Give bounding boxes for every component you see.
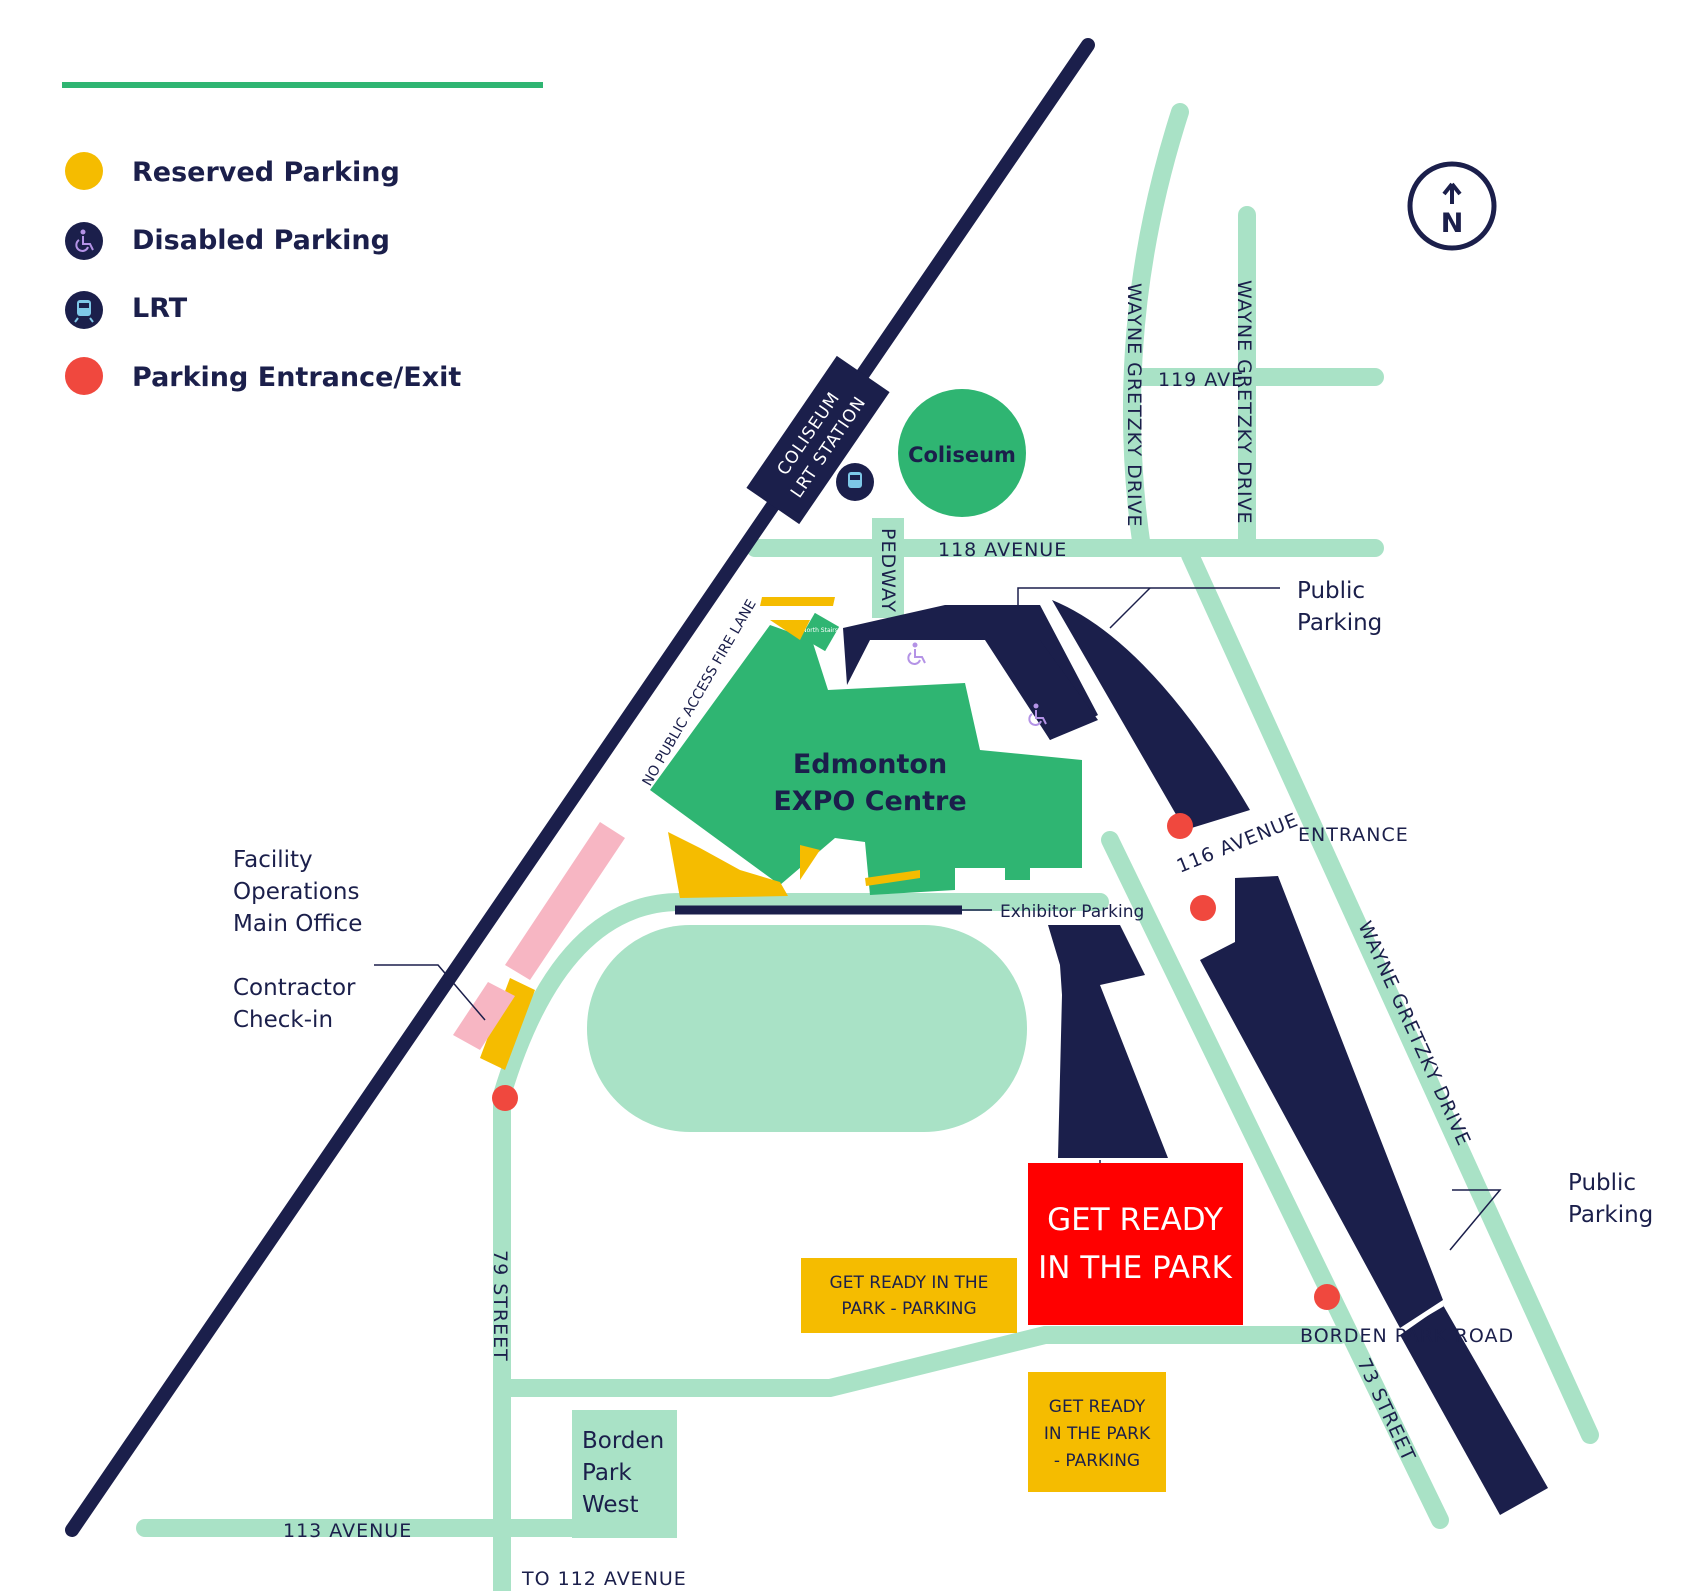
label-wayne-gretzky-1: WAYNE GRETZKY DRIVE	[1123, 283, 1145, 528]
facility-label-line3: Main Office	[233, 911, 362, 937]
legend-label-entrance: Parking Entrance/Exit	[132, 362, 461, 393]
borden-label-line2: Park	[582, 1460, 632, 1486]
legend-label-reserved: Reserved Parking	[132, 157, 400, 188]
public-parking-right-line2: Parking	[1568, 1202, 1653, 1228]
label-73-street: 73 STREET	[1352, 1355, 1419, 1466]
road-wayne-gretzky-north-1	[1122, 103, 1189, 557]
road-wayne-gretzky-east	[1181, 546, 1599, 1444]
contractor-checkin-building	[453, 982, 515, 1050]
event-title-line1: GET READY	[1047, 1202, 1223, 1238]
sports-field	[587, 925, 1027, 1132]
parking-entrance-exits	[492, 813, 1340, 1310]
road-73-street	[1101, 831, 1449, 1529]
public-parking-east-2	[1400, 1305, 1548, 1515]
leader-lines	[374, 587, 1502, 1251]
facility-label-line1: Facility	[233, 847, 313, 873]
event-parking-bottom-line3: - PARKING	[1054, 1451, 1140, 1471]
expo-label-line2: EXPO Centre	[773, 786, 966, 817]
coliseum	[898, 389, 1026, 517]
lrt-line	[65, 38, 1095, 1537]
borden-label-line3: West	[582, 1492, 639, 1518]
contractor-label-line2: Check-in	[233, 1007, 333, 1033]
wheelchair-icon	[65, 222, 103, 260]
entrance-exit-dot	[65, 357, 103, 395]
event-title-line2: IN THE PARK	[1038, 1250, 1232, 1286]
parking-divider	[1391, 1303, 1444, 1337]
label-wayne-gretzky-3: WAYNE GRETZKY DRIVE	[1353, 918, 1474, 1150]
roads	[136, 103, 1599, 1591]
label-entrance: ENTRANCE	[1298, 824, 1409, 846]
facility-label-line2: Operations	[233, 879, 359, 905]
public-parking-east-1	[1200, 876, 1443, 1328]
road-79-street	[493, 893, 1109, 1591]
public-parking-top-line1: Public	[1297, 578, 1365, 604]
entrance-exit-dot	[1314, 1284, 1340, 1310]
facility-operations-building	[505, 822, 625, 980]
event-parking-bottom	[1028, 1372, 1166, 1492]
label-exhibitor-parking: Exhibitor Parking	[1000, 902, 1144, 922]
expo-label-line1: Edmonton	[793, 749, 947, 780]
event-parking-left-line1: GET READY IN THE	[830, 1273, 989, 1293]
wheelchair-icon	[1028, 703, 1047, 726]
north-stairs	[800, 612, 840, 652]
reserved-parking-dot	[65, 152, 103, 190]
legend-label-lrt: LRT	[132, 293, 188, 324]
label-pedway: PEDWAY	[877, 528, 899, 613]
event-parking-left-line2: PARK - PARKING	[841, 1299, 976, 1319]
north-arrow-icon: N	[1407, 161, 1497, 251]
coliseum-lrt-station: COLISEUM LRT STATION	[746, 355, 890, 525]
public-parking-top-line2: Parking	[1297, 610, 1382, 636]
entrance-exit-dot	[492, 1085, 518, 1111]
reserved-parking-areas	[480, 597, 920, 1070]
event-parking-bottom-line1: GET READY	[1049, 1397, 1146, 1417]
borden-park-west	[572, 1410, 677, 1538]
event-parking-left	[801, 1258, 1017, 1333]
get-ready-in-the-park-venue	[1028, 1163, 1243, 1325]
contractor-checkin-reserved	[480, 978, 535, 1070]
label-118-avenue: 118 AVENUE	[938, 539, 1067, 561]
lrt-station-icon	[836, 463, 874, 501]
entrance-exit-dot	[1190, 895, 1216, 921]
contractor-label-line1: Contractor	[233, 975, 356, 1001]
pedway	[872, 518, 904, 618]
compass-letter: N	[1441, 208, 1464, 239]
coliseum-label: Coliseum	[908, 443, 1016, 467]
label-79-street: 79 STREET	[489, 1250, 511, 1362]
legend-label-disabled: Disabled Parking	[132, 225, 390, 256]
label-borden-park-road: BORDEN PARK ROAD	[1300, 1325, 1514, 1347]
parking-north-disabled-2	[985, 640, 1098, 740]
public-parking-north	[1052, 600, 1250, 830]
label-wayne-gretzky-2: WAYNE GRETZKY DRIVE	[1233, 280, 1255, 525]
label-to-112-avenue: TO 112 AVENUE	[521, 1568, 687, 1590]
expo-centre-building	[650, 625, 1082, 895]
public-parking-right-line1: Public	[1568, 1170, 1636, 1196]
legend: Reserved Parking Disabled Parking LRT Pa…	[62, 82, 543, 395]
label-119-ave: 119 AVE	[1158, 369, 1244, 391]
parking-center	[1048, 925, 1168, 1158]
north-stairs-label: North Stairs	[802, 627, 838, 634]
event-parking-bottom-line2: IN THE PARK	[1044, 1424, 1151, 1444]
entrance-exit-dot	[1167, 813, 1193, 839]
train-icon	[65, 291, 103, 329]
borden-label-line1: Borden	[582, 1428, 664, 1454]
road-borden-park	[493, 1326, 1349, 1397]
wheelchair-icon	[907, 642, 926, 665]
label-113-avenue: 113 AVENUE	[283, 1520, 412, 1542]
